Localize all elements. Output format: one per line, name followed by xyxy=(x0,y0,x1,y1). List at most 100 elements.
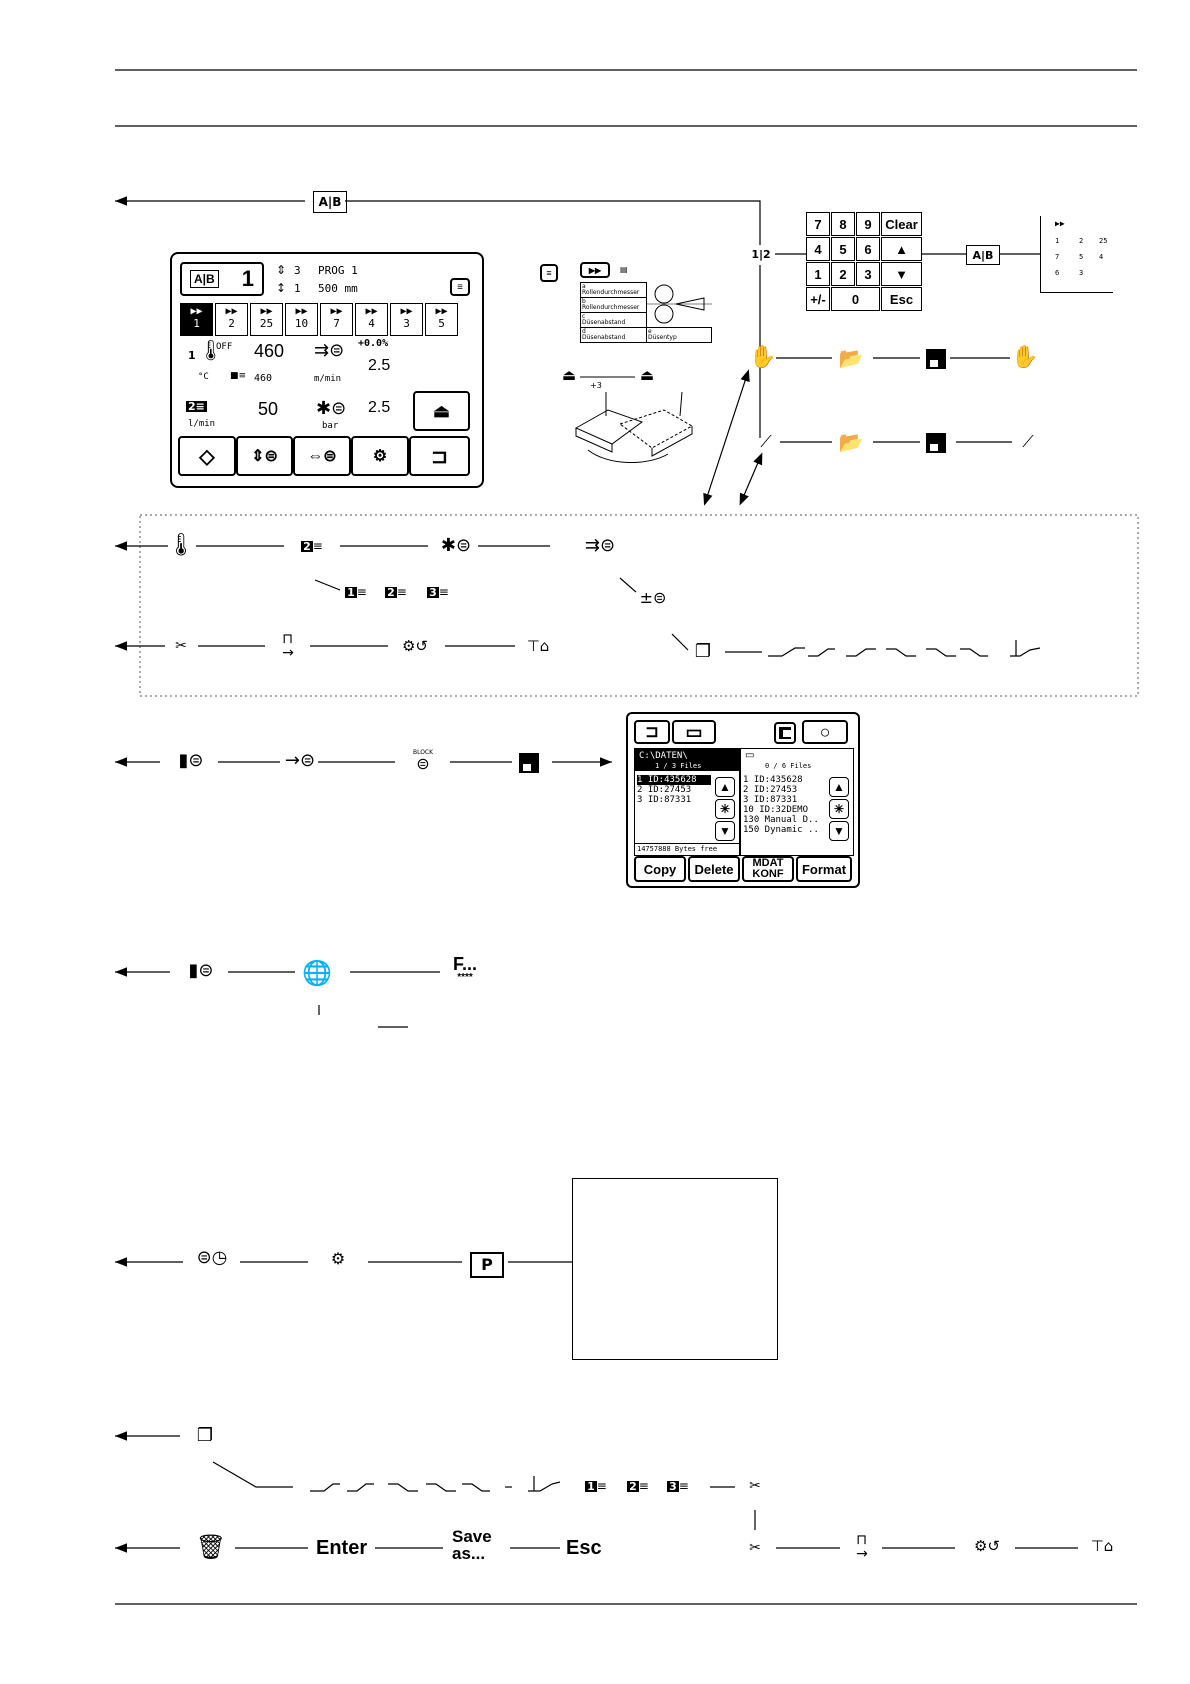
enter-label[interactable]: Enter xyxy=(316,1537,368,1559)
speed-value[interactable]: 2.5 xyxy=(368,357,391,374)
iron-edge-icon-2[interactable]: ⟋ xyxy=(1022,432,1034,451)
blower-icon[interactable]: 2≡ xyxy=(186,400,207,413)
file-row[interactable]: 10 ID:32DEMO xyxy=(743,805,809,815)
drive-button[interactable]: ▭ xyxy=(672,720,716,744)
iron-edge-icon[interactable]: ⟋ xyxy=(760,432,772,451)
menu-next-button[interactable]: ⊐ xyxy=(409,436,470,476)
file-row[interactable]: 3 ID:87331 xyxy=(637,795,692,805)
pressure-roller-icon[interactable]: ✱⊜ xyxy=(440,535,472,556)
back-button[interactable]: ⊐ xyxy=(634,720,670,744)
floppy-icon[interactable] xyxy=(925,348,947,370)
roller-arrow-icon[interactable]: →⊜ xyxy=(284,750,316,771)
tab-segment-8[interactable]: ▶▶5 xyxy=(425,303,458,336)
left-scroll-up[interactable]: ▲ xyxy=(715,777,735,797)
format-button[interactable]: Format xyxy=(796,856,852,882)
circle-button[interactable]: ○ xyxy=(802,720,848,744)
key-7[interactable]: 7 xyxy=(806,212,830,236)
nozzle-settings-button[interactable]: ⚙ xyxy=(351,436,409,476)
mdat-konf-button[interactable]: MDAT KONF xyxy=(742,856,794,882)
iron-with-fabric-icon[interactable]: ⏏ xyxy=(639,365,655,384)
tab-segment-6[interactable]: ▶▶4 xyxy=(355,303,388,336)
hand-icon[interactable]: ✋ xyxy=(749,345,777,370)
right-scroll-up[interactable]: ▲ xyxy=(829,777,849,797)
key-clear[interactable]: Clear xyxy=(881,212,922,236)
speed-roller-icon[interactable]: ⇉⊜ xyxy=(314,340,345,361)
nozzle-reverse-icon[interactable]: ⚙↺ xyxy=(401,636,428,655)
right-scroll-down[interactable]: ▼ xyxy=(829,821,849,841)
windows-stack-icon-2[interactable]: ❐ xyxy=(196,1425,214,1446)
tab-segment-5[interactable]: ▶▶7 xyxy=(320,303,353,336)
cutter-icon-3[interactable]: ✂ xyxy=(749,1540,761,1556)
blower-3-icon[interactable]: 3≡ xyxy=(427,585,449,599)
delete-button[interactable]: Delete xyxy=(688,856,740,882)
iron-mode-button[interactable]: ⏏ xyxy=(413,391,470,431)
save-as-label[interactable]: Save as... xyxy=(452,1527,492,1563)
thermometer-icon[interactable]: 🌡 xyxy=(198,338,224,362)
key-6[interactable]: 6 xyxy=(856,237,880,261)
move-down-icon-2[interactable]: ⊓→ xyxy=(856,1532,868,1562)
roller-up-down-button[interactable]: ⇕⊜ xyxy=(236,436,293,476)
pressure-roller-icon[interactable]: ✱⊜ xyxy=(316,398,347,419)
tab-segment-2[interactable]: ▶▶2 xyxy=(215,303,248,336)
cutter-icon-2[interactable]: ✂ xyxy=(749,1478,761,1494)
left-select-all[interactable]: ✳ xyxy=(715,799,735,819)
blower-1-icon[interactable]: 1≡ xyxy=(345,585,367,599)
start-button[interactable]: ◇ xyxy=(178,436,236,476)
esc-label[interactable]: Esc xyxy=(566,1537,602,1559)
tab-segment-4[interactable]: ▶▶10 xyxy=(285,303,318,336)
tape-feed-icon[interactable]: ⊤⌂ xyxy=(526,636,550,655)
copy-button[interactable]: Copy xyxy=(634,856,686,882)
file-row[interactable]: 1 ID:435628 xyxy=(637,775,711,785)
speed-roller-icon[interactable]: ⇉⊜ xyxy=(584,535,616,556)
folder-open-icon-2[interactable]: 📂 xyxy=(838,430,864,454)
key-up[interactable]: ▲ xyxy=(881,237,922,261)
ab-program-icon-2[interactable]: A|B xyxy=(966,245,1000,265)
floppy-icon-2[interactable] xyxy=(925,432,947,454)
function-code-icon[interactable]: F... **** xyxy=(452,954,477,983)
ab-program-icon[interactable]: A|B xyxy=(313,191,347,213)
key-esc[interactable]: Esc xyxy=(881,287,922,311)
gauge-panel-icon[interactable]: ⊜◷ xyxy=(196,1247,228,1268)
nozzle-reverse-icon-2[interactable]: ⚙↺ xyxy=(973,1536,1000,1555)
trash-icon[interactable]: 🗑 xyxy=(195,1533,227,1561)
blower-2-icon-b[interactable]: 2≡ xyxy=(627,1479,649,1493)
key-plus-minus[interactable]: +/- xyxy=(806,287,830,311)
notes-icon[interactable]: ≡ xyxy=(540,264,558,282)
key-8[interactable]: 8 xyxy=(831,212,855,236)
file-row[interactable]: 3 ID:87331 xyxy=(743,795,798,805)
notes-button[interactable]: ≡ xyxy=(450,278,470,296)
file-row[interactable]: 130 Manual D.. xyxy=(743,815,819,825)
floppy-button[interactable] xyxy=(774,722,796,744)
key-9[interactable]: 9 xyxy=(856,212,880,236)
floppy-icon-3[interactable] xyxy=(518,752,540,774)
blower-2-icon[interactable]: 2≡ xyxy=(301,539,323,553)
file-row[interactable]: 150 Dynamic .. xyxy=(743,825,819,835)
windows-stack-icon[interactable]: ❐ xyxy=(694,641,712,662)
right-select-all[interactable]: ✳ xyxy=(829,799,849,819)
roller-menu-icon-2[interactable]: ▮⊜ xyxy=(188,960,214,981)
file-row[interactable]: 1 ID:435628 xyxy=(743,775,803,785)
tab-segment-1[interactable]: ▶▶1 xyxy=(180,303,213,336)
roller-block-icon[interactable]: BLOCK⊜ xyxy=(412,749,434,773)
globe-icon[interactable]: 🌐 xyxy=(302,959,332,987)
p-menu-icon[interactable]: P xyxy=(470,1252,504,1278)
program-select-button[interactable]: A|B 1 xyxy=(180,262,264,296)
hand-icon-2[interactable]: ✋ xyxy=(1011,345,1039,370)
blower-value[interactable]: 50 xyxy=(258,399,279,419)
folder-open-icon[interactable]: 📂 xyxy=(838,346,864,370)
temperature-value[interactable]: 460 xyxy=(254,341,285,361)
roller-reverse-button[interactable]: ⇔⊜ xyxy=(293,436,351,476)
key-down[interactable]: ▼ xyxy=(881,262,922,286)
key-4[interactable]: 4 xyxy=(806,237,830,261)
program-number-icon[interactable]: 1|2 xyxy=(751,247,771,261)
tape-feed-icon-2[interactable]: ⊤⌂ xyxy=(1090,1536,1114,1555)
key-3[interactable]: 3 xyxy=(856,262,880,286)
roller-offset-icon[interactable]: ±⊜ xyxy=(639,588,667,607)
file-row[interactable]: 2 ID:27453 xyxy=(637,785,692,795)
roller-menu-icon[interactable]: ▮⊜ xyxy=(178,750,204,771)
